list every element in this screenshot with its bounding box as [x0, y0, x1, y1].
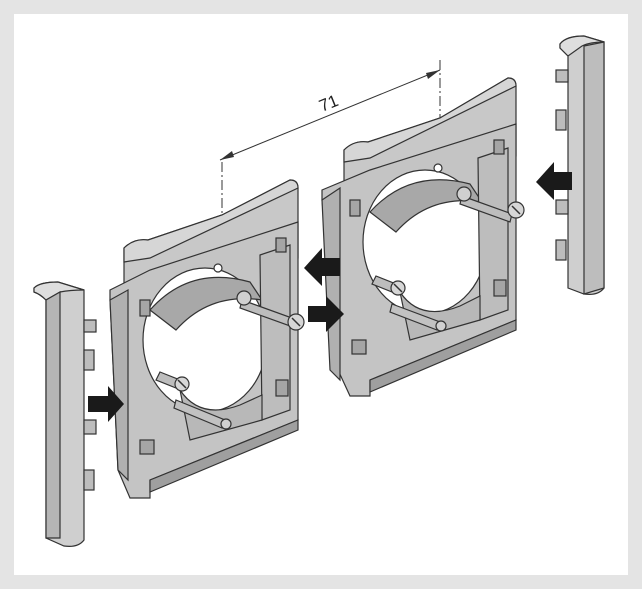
- dimension-arrow-right: [426, 70, 440, 79]
- screw: [155, 371, 190, 392]
- pin: [389, 303, 447, 332]
- push-arrow-between-right: [308, 296, 344, 332]
- push-arrow-left-cap: [88, 386, 124, 422]
- push-arrow-right-cap: [536, 162, 572, 200]
- push-arrow-between-left: [304, 248, 340, 286]
- right-mounting-frame: [321, 77, 525, 397]
- right-end-cap: [555, 35, 605, 295]
- screw: [371, 275, 406, 296]
- dimension-annotation: [219, 60, 441, 268]
- dimension-arrow-left: [220, 151, 234, 160]
- left-mounting-frame: [109, 179, 305, 499]
- pin: [173, 399, 232, 430]
- screw: [456, 186, 525, 223]
- screw: [236, 290, 305, 331]
- dimension-line: [219, 69, 441, 161]
- left-end-cap: [33, 281, 97, 547]
